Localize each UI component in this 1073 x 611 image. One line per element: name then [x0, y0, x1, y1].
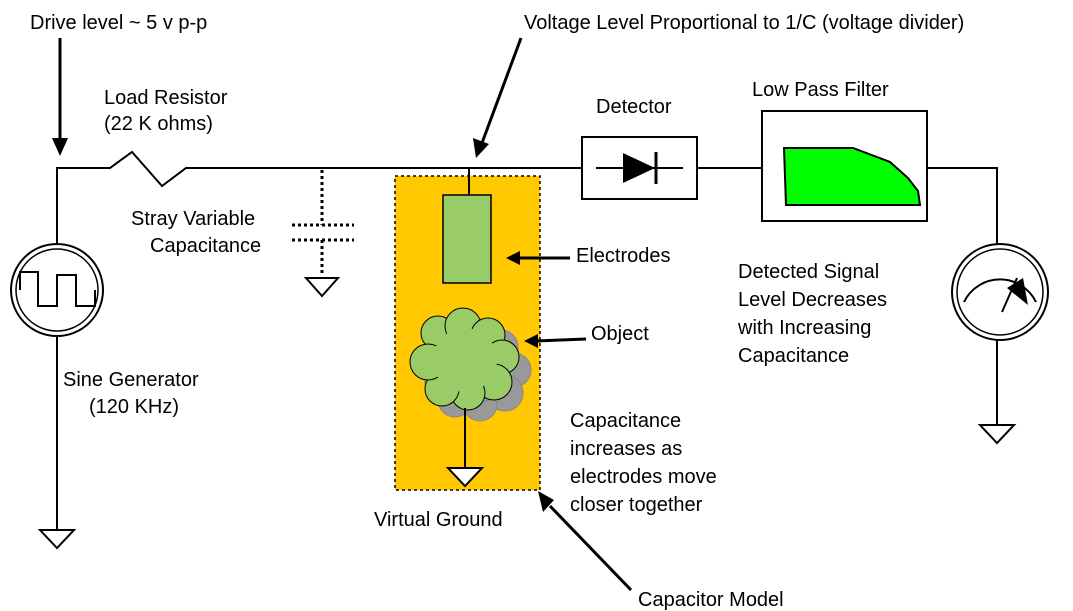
voltage-level-arrow	[480, 37, 523, 144]
capacitance-note-4: closer together	[570, 494, 703, 516]
detected-signal-label-4: Capacitance	[738, 345, 849, 367]
sine-generator-symbol	[10, 243, 104, 337]
low-pass-filter-label: Low Pass Filter	[752, 79, 889, 101]
capacitor-model-label: Capacitor Model	[638, 589, 784, 611]
load-resistor-value: (22 K ohms)	[104, 113, 213, 135]
object-label: Object	[591, 323, 649, 345]
sine-generator-ground-wire	[37, 336, 77, 550]
ground-symbol-right	[977, 424, 1017, 445]
sine-generator-frequency: (120 KHz)	[89, 396, 179, 418]
annotation-arrows	[52, 37, 633, 592]
detector-label: Detector	[596, 96, 672, 118]
diode-icon	[596, 152, 683, 184]
detected-signal-label-2: Level Decreases	[738, 289, 887, 311]
detected-signal-label-1: Detected Signal	[738, 261, 879, 283]
object-core	[433, 328, 497, 392]
capacitance-note-1: Capacitance	[570, 410, 681, 432]
stray-capacitance-symbol	[292, 170, 354, 275]
detected-signal-label-3: with Increasing	[737, 317, 871, 339]
ground-symbol-stray	[303, 277, 341, 298]
filter-response-curve	[782, 147, 922, 206]
ground-symbol-left	[37, 529, 77, 550]
electrode	[442, 194, 492, 284]
load-resistor-label: Load Resistor	[104, 87, 228, 109]
stray-capacitance-label-1: Stray Variable	[131, 208, 255, 230]
meter-icon	[951, 243, 1049, 341]
capacitance-note-3: electrodes move	[570, 466, 717, 488]
electrodes-label: Electrodes	[576, 245, 671, 267]
stray-capacitance-label-2: Capacitance	[150, 235, 261, 257]
virtual-ground-label: Virtual Ground	[374, 509, 503, 531]
main-wire	[56, 150, 998, 244]
voltage-level-label: Voltage Level Proportional to 1/C (volta…	[524, 12, 964, 34]
capacitor-model-arrow	[548, 504, 633, 592]
capacitance-note-2: increases as	[570, 438, 682, 460]
object-arrow	[535, 337, 587, 343]
drive-level-label: Drive level ~ 5 v p-p	[30, 12, 207, 34]
ground-symbol-virtual	[445, 467, 485, 488]
sine-generator-label: Sine Generator	[63, 369, 199, 391]
